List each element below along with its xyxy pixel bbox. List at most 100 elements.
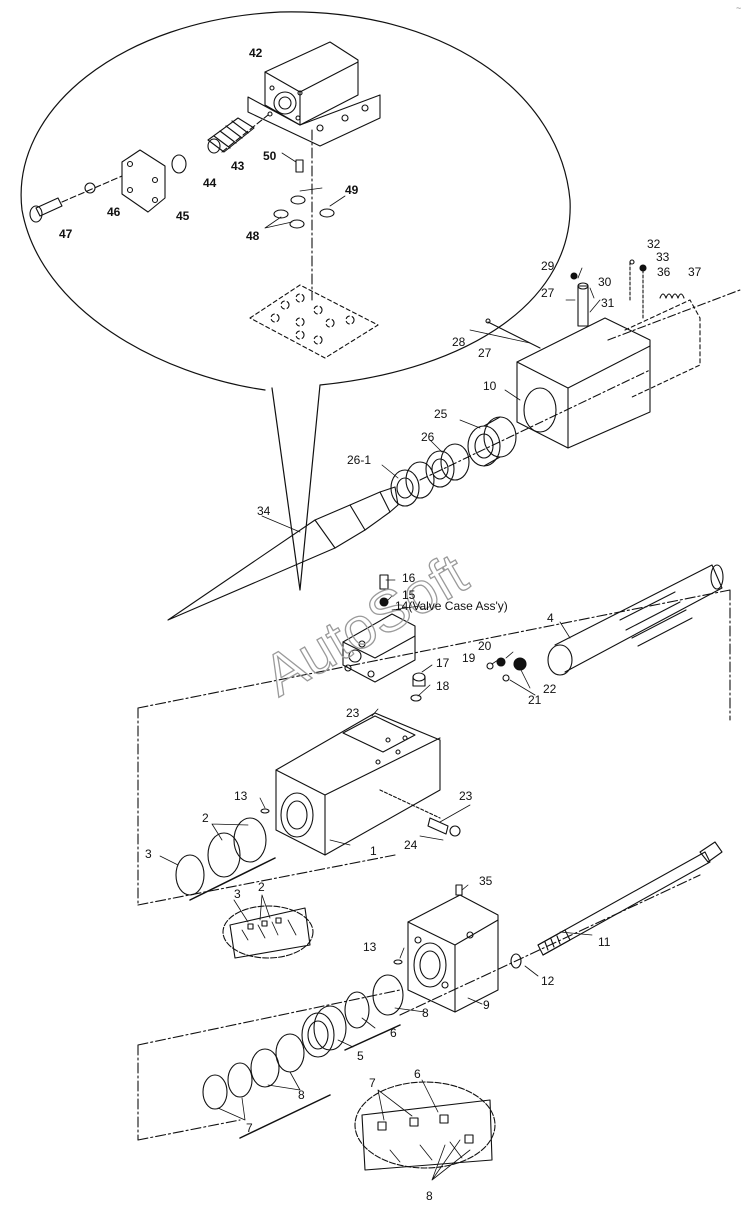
part-47-bolt: [29, 197, 63, 223]
label-48: 48: [246, 229, 260, 243]
label-14: 14(Valve Case Ass'y): [395, 599, 508, 613]
part-2-ring-2: [233, 817, 267, 863]
part-34-chisel: [167, 486, 399, 621]
part-2-ring: [207, 832, 241, 878]
label-50: 50: [263, 149, 277, 163]
label-7a: 7: [246, 1121, 253, 1135]
label-5: 5: [357, 1049, 364, 1063]
label-1: 1: [370, 844, 377, 858]
label-8c: 8: [426, 1189, 433, 1203]
part-48-oring: [273, 209, 289, 219]
part-16-bolt: [379, 574, 389, 590]
part-11-through-bolt: [537, 841, 723, 956]
label-11: 11: [598, 935, 611, 949]
label-24: 24: [404, 838, 418, 852]
label-12: 12: [541, 974, 555, 988]
label-26: 26: [421, 430, 435, 444]
label-31: 31: [601, 296, 615, 310]
part-28-rod: [487, 321, 541, 349]
label-34: 34: [257, 504, 271, 518]
lower-boundary: [137, 989, 401, 1141]
label-2b: 2: [258, 880, 265, 894]
label-29: 29: [541, 259, 555, 273]
label-7b: 7: [369, 1076, 376, 1090]
label-17: 17: [436, 656, 450, 670]
label-10: 10: [483, 379, 497, 393]
label-23b: 23: [459, 789, 473, 803]
label-46: 46: [107, 205, 121, 219]
label-9: 9: [483, 998, 490, 1012]
part-4-piston: [547, 564, 724, 676]
part-8-oring: [372, 974, 404, 1016]
part-1-cylinder: [275, 712, 441, 856]
part-7-oring-2: [227, 1062, 253, 1098]
label-16: 16: [402, 571, 416, 585]
part-23-valve: [427, 817, 461, 837]
part-9-back-head: [407, 894, 499, 1013]
label-22: 22: [543, 682, 557, 696]
part-22-plug: [513, 657, 527, 671]
corner-mark: ~: [736, 3, 741, 13]
part-21-ring: [502, 674, 510, 682]
label-4: 4: [547, 611, 554, 625]
label-27a: 27: [541, 286, 555, 300]
part-8-oring-3: [275, 1033, 305, 1073]
part-14-valve-case: [342, 613, 416, 683]
part-25-bushing: [467, 416, 517, 467]
label-8a: 8: [422, 1006, 429, 1020]
part-5-seal-retainer: [301, 1005, 347, 1058]
label-27b: 27: [478, 346, 492, 360]
part-30-pin: [577, 282, 589, 327]
part-44-oring: [171, 154, 187, 174]
section-view-2: [354, 1081, 496, 1171]
label-35: 35: [479, 874, 493, 888]
part-19-ring: [486, 662, 494, 670]
label-47: 47: [59, 227, 73, 241]
part-35-plug: [455, 884, 463, 896]
label-2a: 2: [202, 811, 209, 825]
part-33-screw: [639, 264, 647, 272]
part-13-pin-2: [393, 959, 403, 965]
label-18: 18: [436, 679, 450, 693]
part-49-oring: [290, 195, 306, 205]
label-15: 15: [402, 588, 416, 602]
label-32: 32: [647, 237, 661, 251]
part-50-pin: [295, 159, 304, 173]
detail-balloon: [20, 11, 571, 591]
part-48-oring-2: [289, 219, 305, 229]
part-26-bushing: [425, 443, 470, 488]
label-42: 42: [249, 46, 263, 60]
part-37-spring: [659, 293, 685, 299]
part-12-washer: [510, 953, 522, 969]
part-49-oring-2: [319, 208, 335, 218]
label-21: 21: [528, 693, 542, 707]
part-45-cover: [121, 149, 166, 213]
part-17-plug: [412, 672, 426, 687]
label-13a: 13: [234, 789, 248, 803]
label-6a: 6: [390, 1026, 397, 1040]
mounting-plate-outline: [249, 284, 379, 359]
label-37: 37: [688, 265, 702, 279]
part-20-plug: [496, 657, 506, 667]
label-43: 43: [231, 159, 245, 173]
label-3b: 3: [234, 887, 241, 901]
part-18-oring: [410, 694, 422, 702]
label-19: 19: [462, 651, 476, 665]
label-30: 30: [598, 275, 612, 289]
section-view-1: [222, 905, 314, 959]
label-26-1: 26-1: [347, 453, 371, 467]
label-20: 20: [478, 639, 492, 653]
leader-lines: [159, 152, 601, 1181]
label-23a: 23: [346, 706, 360, 720]
part-10-body: [516, 299, 701, 449]
label-8b: 8: [298, 1088, 305, 1102]
part-13-pin: [260, 808, 270, 814]
part-29-ball: [570, 272, 578, 280]
part-43-spool: [207, 117, 255, 154]
part-6-oring: [344, 991, 370, 1029]
label-25: 25: [434, 407, 448, 421]
part-8-oring-2: [250, 1048, 280, 1088]
part-42-valve-block: [247, 41, 381, 147]
label-13b: 13: [363, 940, 377, 954]
